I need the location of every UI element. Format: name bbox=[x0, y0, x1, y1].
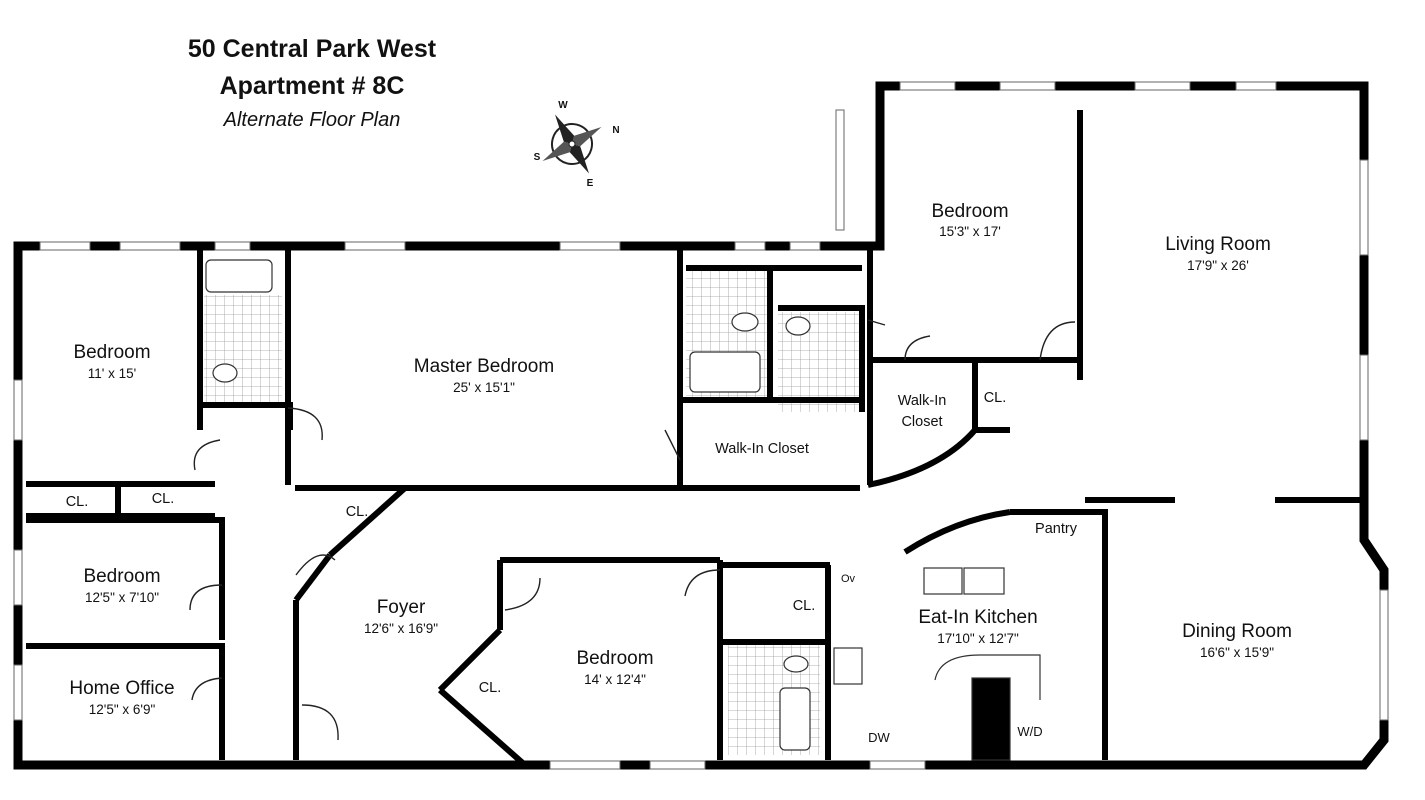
room-dimensions: 25' x 15'1" bbox=[453, 380, 515, 395]
room-name: Eat-In Kitchen bbox=[918, 607, 1037, 628]
room-dimensions: 12'5" x 6'9" bbox=[89, 702, 156, 717]
room-dimensions: 16'6" x 15'9" bbox=[1200, 645, 1274, 660]
room-bedroom-ne: Bedroom 15'3" x 17' bbox=[931, 201, 1008, 239]
cl-label: CL. bbox=[984, 390, 1007, 406]
room-name: Bedroom bbox=[576, 648, 653, 669]
room-name: Bedroom bbox=[931, 201, 1008, 222]
room-name: Home Office bbox=[69, 678, 174, 699]
room-name: Bedroom bbox=[73, 342, 150, 363]
room-name: Living Room bbox=[1165, 234, 1271, 255]
room-dimensions: 12'6" x 16'9" bbox=[364, 621, 438, 636]
room-bedroom-sw: Bedroom 12'5" x 7'10" bbox=[83, 566, 160, 605]
dishwasher-label: DW bbox=[868, 730, 890, 745]
compass-e-label: E bbox=[587, 178, 594, 189]
compass-w-label: W bbox=[558, 100, 568, 111]
windows bbox=[13, 81, 1389, 770]
room-dimensions: 11' x 15' bbox=[88, 366, 136, 381]
cl-label: CL. bbox=[793, 598, 816, 614]
room-dining: Dining Room 16'6" x 15'9" bbox=[1182, 621, 1292, 660]
walk-in-closet-label: Walk-In Closet bbox=[715, 441, 809, 457]
room-dimensions: 14' x 12'4" bbox=[584, 672, 646, 687]
room-bedroom-s: Bedroom 14' x 12'4" bbox=[576, 648, 653, 687]
room-name: Dining Room bbox=[1182, 621, 1292, 642]
walk-in-label: Walk-In bbox=[898, 393, 947, 409]
room-kitchen: Eat-In Kitchen 17'10" x 12'7" bbox=[918, 607, 1037, 646]
compass-s-label: S bbox=[534, 152, 541, 163]
room-name: Foyer bbox=[377, 597, 426, 618]
compass-n-label: N bbox=[612, 125, 619, 136]
room-name: Bedroom bbox=[83, 566, 160, 587]
room-foyer: Foyer 12'6" x 16'9" bbox=[364, 597, 438, 636]
pantry-label: Pantry bbox=[1035, 521, 1078, 537]
plan-subtitle: Alternate Floor Plan bbox=[223, 109, 401, 131]
room-bedroom-w: Bedroom 11' x 15' bbox=[73, 342, 150, 381]
room-dimensions: 12'5" x 7'10" bbox=[85, 590, 159, 605]
plan-header: 50 Central Park West Apartment # 8C Alte… bbox=[188, 35, 437, 131]
room-living: Living Room 17'9" x 26' bbox=[1165, 234, 1271, 273]
compass-icon bbox=[542, 114, 602, 174]
fixtures bbox=[205, 259, 1041, 761]
bathroom-tiles bbox=[204, 268, 862, 755]
cl-label: CL. bbox=[479, 680, 502, 696]
interior-walls bbox=[26, 110, 1364, 768]
door-swings bbox=[189, 319, 1076, 741]
apartment-title: Apartment # 8C bbox=[220, 72, 405, 100]
room-dimensions: 17'9" x 26' bbox=[1187, 258, 1249, 273]
washer-dryer-label: W/D bbox=[1017, 724, 1042, 739]
room-home-office: Home Office 12'5" x 6'9" bbox=[69, 678, 174, 717]
cl-label: CL. bbox=[152, 491, 175, 507]
address-title: 50 Central Park West bbox=[188, 35, 437, 63]
oven-label: Ov bbox=[841, 573, 856, 585]
room-master-bedroom: Master Bedroom 25' x 15'1" bbox=[414, 356, 554, 395]
closet-labels: Walk-In Closet Walk-In Closet CL. CL. CL… bbox=[66, 390, 1078, 745]
cl-label: CL. bbox=[66, 494, 89, 510]
closet-label: Closet bbox=[901, 414, 942, 430]
room-name: Master Bedroom bbox=[414, 356, 554, 377]
room-dimensions: 15'3" x 17' bbox=[939, 224, 1001, 239]
cl-label: CL. bbox=[346, 504, 369, 520]
room-dimensions: 17'10" x 12'7" bbox=[937, 631, 1019, 646]
